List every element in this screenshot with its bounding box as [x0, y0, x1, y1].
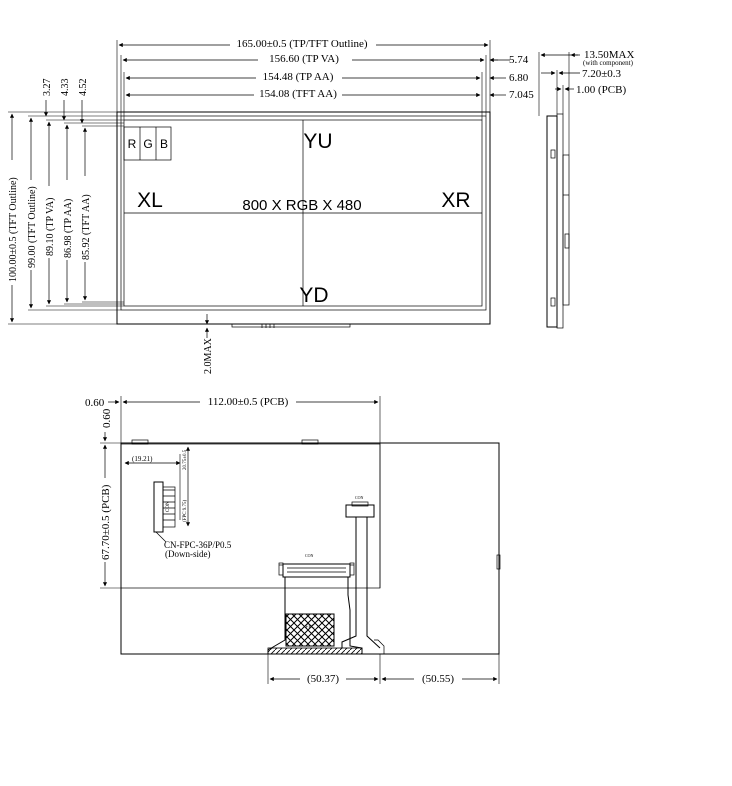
back-view: CON CN-FPC-36P/P0.5 (Down-side) (19.21) … — [85, 396, 501, 685]
back-bottom-dimensions: (50.37) (50.55) — [267, 654, 500, 685]
rgb-b: B — [160, 137, 168, 151]
dim-height-tp-tft-outline: 100.00±0.5 (TFT Outline) — [8, 177, 19, 282]
dim-top-small: 0.60 — [101, 408, 113, 428]
label-yu: YU — [303, 130, 332, 153]
pcb-outline — [120, 443, 381, 589]
back-small-dimensions: (19.21) 20.75±0.5 (FPC 9.75) — [124, 446, 191, 527]
label-xl: XL — [137, 189, 163, 212]
offset-top-a: 3.27 — [42, 79, 53, 97]
top-offset-dimensions: 3.27 4.33 4.52 — [42, 79, 89, 124]
offset-right-b: 6.80 — [509, 72, 529, 84]
back-top-dimensions: 112.00±0.5 (PCB) 0.60 0.60 67.70±0.5 (PC… — [85, 396, 381, 589]
dim-conn-vertical-a: 20.75±0.5 — [183, 449, 188, 470]
dim-left-small: 0.60 — [85, 397, 105, 409]
small-con-label-a: CON — [166, 501, 171, 512]
offset-top-b: 4.33 — [60, 79, 71, 97]
dim-pcb-width: 112.00±0.5 (PCB) — [208, 396, 289, 408]
dim-bottom-right: (50.55) — [422, 673, 454, 685]
tp-va-outline — [120, 115, 487, 311]
dim-conn-vertical-b: (FPC 9.75) — [183, 499, 188, 522]
offset-right-a: 5.74 — [509, 54, 529, 66]
dim-tp-va-width: 156.60 (TP VA) — [269, 53, 339, 65]
bottom-max-dimension: 2.0MAX — [203, 314, 214, 374]
height-dimensions: 100.00±0.5 (TFT Outline) 99.00 (TFT Outl… — [7, 111, 232, 325]
side-max-thickness: 13.50MAX — [584, 49, 634, 61]
resolution-label: 800 X RGB X 480 — [242, 197, 361, 214]
side-view: 13.50MAX (with component) 7.20±0.3 1.00 … — [538, 49, 634, 329]
rgb-boxes: R G B — [123, 126, 172, 161]
top-view: R G B YU YD XL XR 800 X RGB X 480 165.00… — [7, 38, 534, 374]
dim-tp-aa-width: 154.48 (TP AA) — [263, 71, 334, 83]
dim-height-tp-va: 89.10 (TP VA) — [45, 198, 56, 256]
fpc-cable: CON FPC — [267, 553, 363, 655]
offset-right-c: 7.045 — [509, 89, 534, 101]
dim-height-tp-aa: 86.98 (TP AA) — [63, 199, 74, 258]
dim-height-tft-aa: 85.92 (TFT AA) — [81, 194, 92, 260]
label-yd: YD — [299, 284, 328, 307]
side-fpc: CON — [341, 495, 385, 654]
side-thickness: 7.20±0.3 — [582, 68, 622, 80]
side-max-note: (with component) — [583, 59, 634, 67]
connector-label: CN-FPC-36P/P0.5 — [164, 540, 232, 550]
dim-bottom-max: 2.0MAX — [203, 337, 214, 374]
fpc-tail — [231, 323, 351, 328]
dim-height-tft-outline: 99.00 (TFT Outline) — [27, 186, 38, 268]
dim-conn-offset: (19.21) — [132, 455, 153, 463]
label-xr: XR — [441, 189, 470, 212]
right-offset-dimensions: 5.74 6.80 7.045 — [489, 54, 534, 101]
fpc-label: FPC — [306, 625, 316, 630]
connector-note: (Down-side) — [165, 549, 211, 559]
dim-pcb-height: 67.70±0.5 (PCB) — [100, 484, 112, 560]
side-pcb: 1.00 (PCB) — [576, 84, 626, 96]
rgb-g: G — [143, 137, 152, 151]
width-dimensions: 165.00±0.5 (TP/TFT Outline) 156.60 (TP V… — [116, 38, 491, 120]
dim-tft-aa-width: 154.08 (TFT AA) — [259, 88, 337, 100]
dim-outline-width: 165.00±0.5 (TP/TFT Outline) — [236, 38, 367, 50]
offset-top-c: 4.52 — [78, 79, 89, 97]
side-fpc-label: CON — [355, 495, 364, 500]
rgb-r: R — [128, 137, 137, 151]
onboard-connector: CON CN-FPC-36P/P0.5 (Down-side) — [153, 481, 232, 559]
dim-bottom-left: (50.37) — [307, 673, 339, 685]
fpc-con-label: CON — [305, 553, 314, 558]
